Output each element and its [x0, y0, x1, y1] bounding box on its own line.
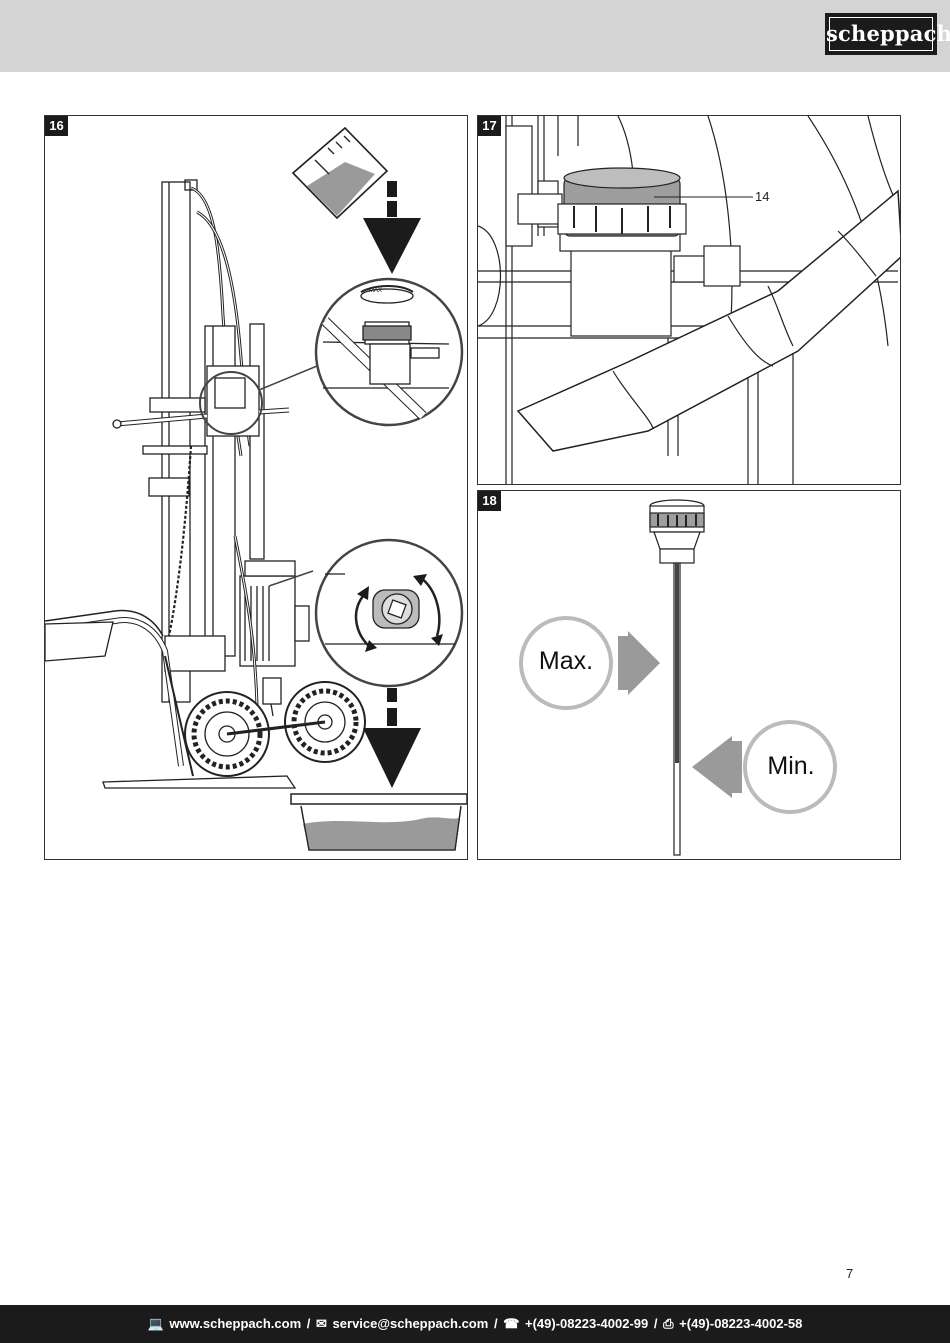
- separator: /: [653, 1316, 658, 1331]
- oil-basin-icon: [290, 793, 467, 851]
- max-arrow-icon: [519, 616, 660, 710]
- down-arrow-icon: [363, 688, 421, 788]
- website-link[interactable]: www.scheppach.com: [169, 1316, 302, 1331]
- logo-frame: [829, 17, 933, 51]
- brand-name: scheppach: [826, 21, 950, 46]
- figure-17-illustration: [478, 116, 900, 484]
- fax-icon: ⎙: [663, 1316, 674, 1331]
- measuring-cup-icon: [291, 126, 389, 220]
- page-number: 7: [846, 1266, 854, 1281]
- computer-icon: 💻: [147, 1316, 164, 1331]
- envelope-icon: ✉: [316, 1316, 327, 1331]
- header-bar: scheppach: [0, 0, 950, 72]
- figure-number: 17: [478, 116, 501, 136]
- figure-17-panel: 17: [477, 115, 901, 485]
- figure-16-panel: 16: [44, 115, 468, 860]
- figure-number: 18: [478, 491, 501, 511]
- phone-number: +(49)-08223-4002-99: [525, 1316, 649, 1331]
- min-arrow-icon: [692, 720, 837, 814]
- figure-number: 16: [45, 116, 68, 136]
- separator: /: [306, 1316, 311, 1331]
- brand-logo: scheppach: [825, 13, 950, 55]
- callout-14: 14: [755, 189, 770, 204]
- fax-number: +(49)-08223-4002-58: [679, 1316, 803, 1331]
- min-label: Min.: [767, 752, 815, 780]
- max-label: Max.: [538, 647, 594, 675]
- figure-18-illustration: [519, 499, 837, 856]
- figure-16-illustration: MAX: [45, 126, 467, 851]
- oil-filler-zoom-circle: MAX: [314, 277, 464, 427]
- svg-text:MAX: MAX: [369, 288, 382, 294]
- drain-plug-zoom-circle: [314, 538, 464, 688]
- separator: /: [493, 1316, 498, 1331]
- footer-bar: 💻 www.scheppach.com / ✉ service@scheppac…: [0, 1305, 950, 1343]
- telephone-icon: ☎: [503, 1316, 520, 1331]
- email-link[interactable]: service@scheppach.com: [332, 1316, 489, 1331]
- log-splitter-machine: [45, 179, 366, 789]
- down-arrow-icon: [363, 181, 421, 274]
- dipstick-icon: [649, 499, 705, 856]
- figure-18-panel: 18 Max. Min.: [477, 490, 901, 860]
